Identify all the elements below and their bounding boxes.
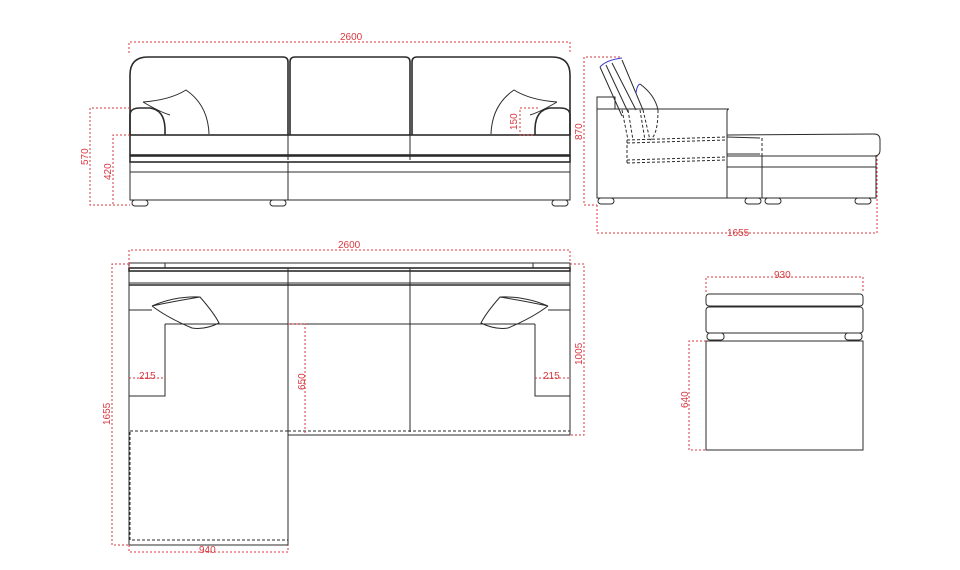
front-width-label: 2600 <box>340 32 363 43</box>
ottoman-view: 930 640 <box>680 270 864 451</box>
pillow-left-icon <box>142 89 210 135</box>
backrest-icon <box>599 59 644 117</box>
back-cushion-right <box>411 56 571 135</box>
foot-icon <box>844 332 863 341</box>
sofa-base <box>129 161 571 201</box>
foot-icon <box>269 199 287 207</box>
side-depth-label: 1655 <box>727 228 750 239</box>
ottoman-width-label: 930 <box>774 270 791 281</box>
top-arm-right-label: 215 <box>543 371 560 382</box>
pillow-top-left-icon <box>151 296 220 329</box>
foot-icon <box>764 197 782 205</box>
arm-left <box>129 107 166 135</box>
side-height-label: 870 <box>574 123 585 140</box>
foot-icon <box>551 199 569 207</box>
foot-icon <box>131 199 149 207</box>
foot-icon <box>597 197 615 205</box>
top-sofa-depth-label: 1005 <box>574 342 585 365</box>
top-view: 2600 1655 1005 650 215 215 940 <box>102 240 585 556</box>
ottoman-top-view <box>705 340 864 451</box>
pillow-top-right-icon <box>480 296 549 329</box>
chaise-base <box>726 155 877 199</box>
arm-top-right <box>534 324 570 397</box>
top-seat-depth-label: 650 <box>297 373 308 390</box>
side-view: 870 1655 <box>574 56 881 239</box>
foot-icon <box>854 197 872 205</box>
top-width-label: 2600 <box>338 240 361 251</box>
sofa-side-body <box>596 96 730 199</box>
pillow-right-icon <box>490 89 558 135</box>
ottoman-top-cushion <box>705 293 864 307</box>
backrest-highlight <box>599 57 641 94</box>
top-chaise-width-label: 940 <box>199 545 216 556</box>
top-arm-left-label: 215 <box>139 371 156 382</box>
chaise-outline <box>129 430 289 541</box>
top-total-depth-label: 1655 <box>102 402 113 425</box>
front-total-height-label: 570 <box>80 148 91 165</box>
front-view: 2600 570 420 150 <box>80 32 571 207</box>
front-seat-height-label: 420 <box>103 163 114 180</box>
arm-right <box>534 107 571 135</box>
arm-top-left <box>129 324 166 397</box>
ottoman-depth-label: 640 <box>680 391 691 408</box>
back-cushion-center <box>289 56 411 135</box>
back-cushion-left <box>129 56 289 135</box>
foot-icon <box>744 197 762 205</box>
seat-cushions <box>129 134 571 156</box>
front-arm-height-label: 150 <box>509 113 520 130</box>
ottoman-body <box>705 306 864 334</box>
foot-icon <box>706 332 725 341</box>
